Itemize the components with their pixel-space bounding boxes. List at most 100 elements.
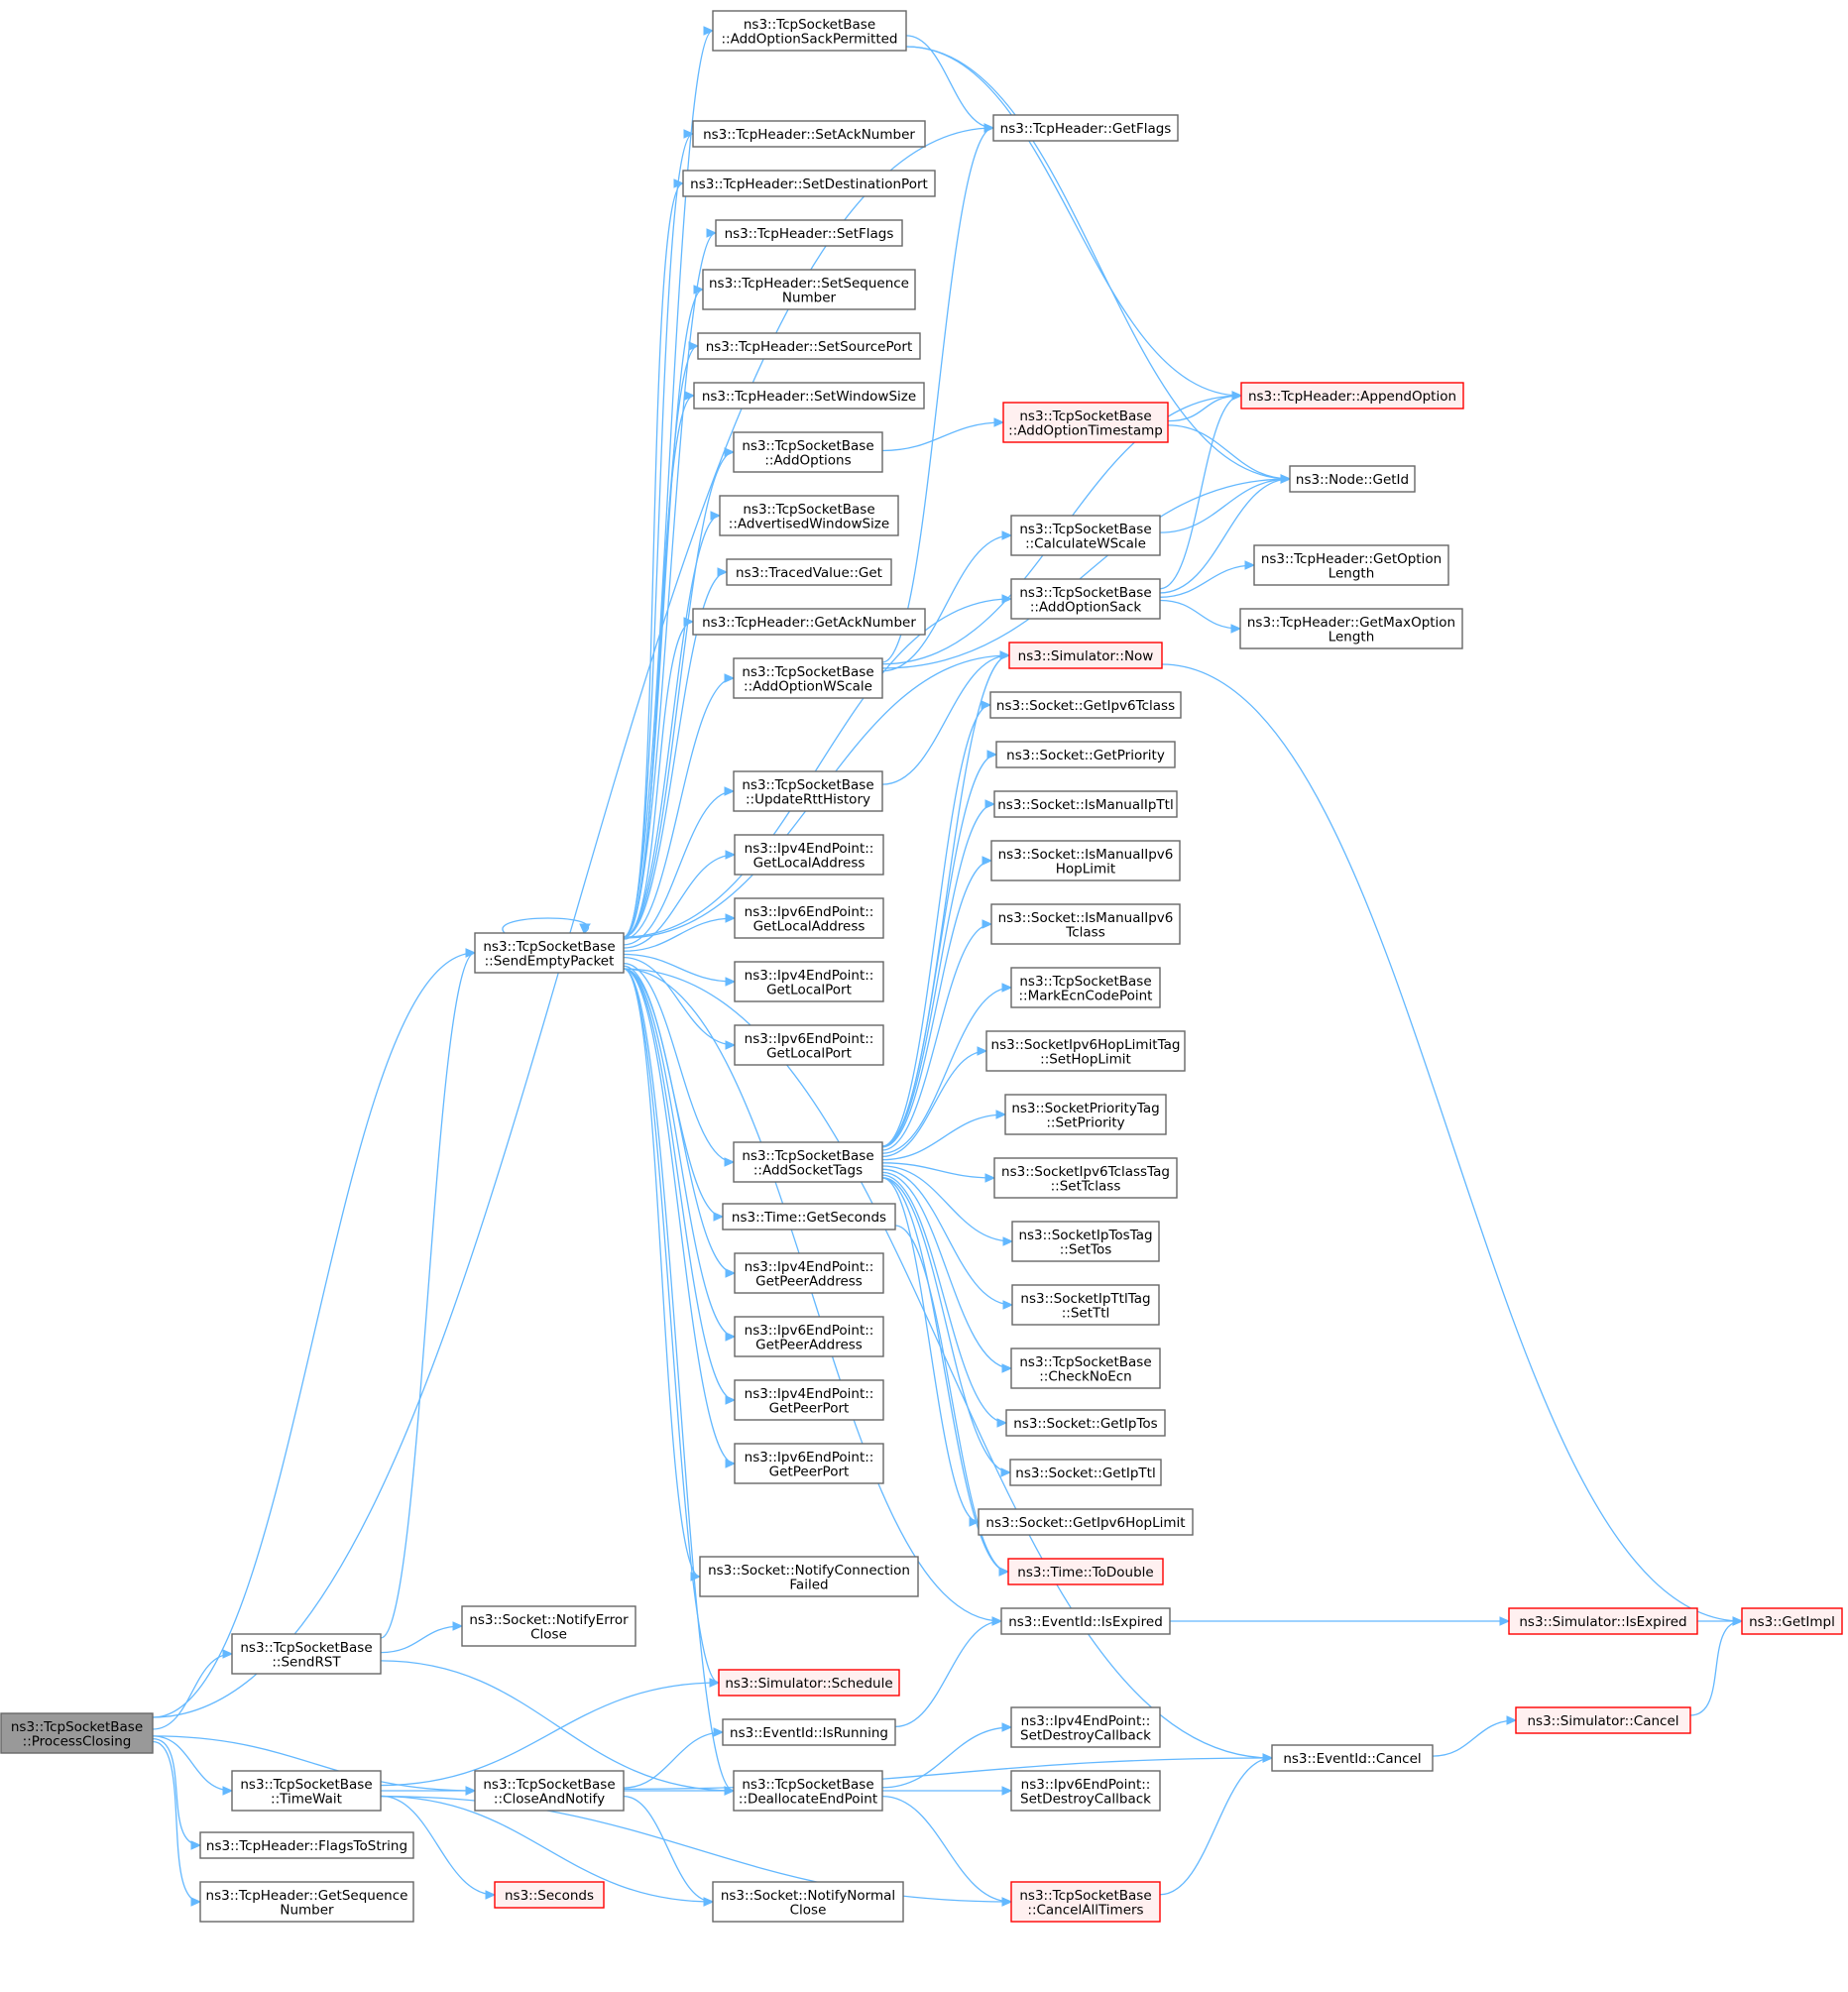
edge-arrowhead (725, 1459, 737, 1468)
node-flags-to-string[interactable]: ns3::TcpHeader::FlagsToString (199, 1831, 414, 1859)
node-box (699, 1556, 919, 1597)
node-mark-ecn[interactable]: ns3::TcpSocketBase::MarkEcnCodePoint (1010, 967, 1161, 1008)
node-set-ack[interactable]: ns3::TcpHeader::SetAckNumber (692, 120, 926, 148)
node-get-ack[interactable]: ns3::TcpHeader::GetAckNumber (692, 608, 926, 636)
edge-arrowhead (993, 417, 1005, 427)
node-event-cancel[interactable]: ns3::EventId::Cancel (1271, 1744, 1434, 1772)
edge-arrowhead (683, 617, 695, 627)
node-set-priority[interactable]: ns3::SocketPriorityTag::SetPriority (1004, 1094, 1167, 1135)
edge-sendEmpty-setAck (623, 133, 694, 938)
node-label: ns3::TcpSocketBase (483, 1777, 615, 1793)
node-time-wait[interactable]: ns3::TcpSocketBase::TimeWait (231, 1770, 382, 1812)
node-label: ns3::SocketIpTtlTag (1020, 1291, 1150, 1307)
edge-arrowhead (703, 26, 715, 36)
node-calc-w-scale[interactable]: ns3::TcpSocketBase::CalculateWScale (1010, 515, 1161, 556)
node-to-double[interactable]: ns3::Time::ToDouble (1007, 1558, 1164, 1585)
node-set-tclass[interactable]: ns3::SocketIpv6TclassTag::SetTclass (993, 1157, 1178, 1199)
node-get-ip-ttl[interactable]: ns3::Socket::GetIpTtl (1009, 1459, 1162, 1486)
node-get-priority[interactable]: ns3::Socket::GetPriority (995, 741, 1176, 768)
node-get-ipv6-hop[interactable]: ns3::Socket::GetIpv6HopLimit (978, 1508, 1194, 1536)
node-set-hop-limit[interactable]: ns3::SocketIpv6HopLimitTag::SetHopLimit (985, 1030, 1186, 1072)
node-label: ns3::TcpHeader::AppendOption (1248, 389, 1456, 405)
node-cancel-all-timers[interactable]: ns3::TcpSocketBase::CancelAllTimers (1010, 1881, 1161, 1923)
node-get-ipv6-tclass[interactable]: ns3::Socket::GetIpv6Tclass (989, 691, 1182, 719)
node-sim-is-expired[interactable]: ns3::Simulator::IsExpired (1508, 1607, 1698, 1635)
edge-sendEmpty-addOptWScale (623, 677, 735, 940)
node-label: ns3::TcpSocketBase (1019, 409, 1151, 424)
node-add-opt-w-scale[interactable]: ns3::TcpSocketBase::AddOptionWScale (733, 657, 883, 699)
node-set-ttl[interactable]: ns3::SocketIpTtlTag::SetTtl (1011, 1284, 1160, 1326)
node-add-socket-tags[interactable]: ns3::TcpSocketBase::AddSocketTags (733, 1141, 883, 1183)
node-schedule[interactable]: ns3::Simulator::Schedule (718, 1669, 900, 1697)
node-node-get-id[interactable]: ns3::Node::GetId (1289, 465, 1416, 493)
node-is-expired[interactable]: ns3::EventId::IsExpired (1000, 1607, 1171, 1635)
node-label: ns3::Node::GetId (1296, 472, 1409, 488)
node-get-seconds[interactable]: ns3::Time::GetSeconds (722, 1203, 896, 1230)
node-append-option[interactable]: ns3::TcpHeader::AppendOption (1240, 382, 1464, 410)
node-label: ns3::Time::ToDouble (1017, 1565, 1153, 1581)
node-set-win[interactable]: ns3::TcpHeader::SetWindowSize (693, 382, 925, 410)
node-set-src-port[interactable]: ns3::TcpHeader::SetSourcePort (697, 332, 921, 360)
node-sim-cancel[interactable]: ns3::Simulator::Cancel (1515, 1706, 1691, 1734)
node-adv-win[interactable]: ns3::TcpSocketBase::AdvertisedWindowSize (719, 495, 899, 536)
node-add-opt-sack-perm[interactable]: ns3::TcpSocketBase::AddOptionSackPermitt… (712, 10, 907, 52)
node-get-flags[interactable]: ns3::TcpHeader::GetFlags (992, 114, 1179, 142)
node-traced-get[interactable]: ns3::TracedValue::Get (726, 558, 892, 586)
node-ipv4-peer-addr[interactable]: ns3::Ipv4EndPoint::GetPeerAddress (734, 1252, 884, 1294)
node-root[interactable]: ns3::TcpSocketBase::ProcessClosing (0, 1712, 154, 1754)
edge-sendEmpty-ipv6PeerAddr (623, 968, 736, 1338)
node-label: ns3::Ipv4EndPoint:: (745, 1259, 874, 1275)
node-sim-now[interactable]: ns3::Simulator::Now (1008, 642, 1163, 669)
node-ipv6-set-destroy[interactable]: ns3::Ipv6EndPoint::SetDestroyCallback (1010, 1770, 1161, 1812)
edge-sendEmpty-ipv6LocalAddr (623, 917, 736, 952)
node-ipv4-local-port[interactable]: ns3::Ipv4EndPoint::GetLocalPort (734, 961, 884, 1002)
node-close-and-notify[interactable]: ns3::TcpSocketBase::CloseAndNotify (474, 1770, 625, 1812)
node-add-opt-ts[interactable]: ns3::TcpSocketBase::AddOptionTimestamp (1002, 402, 1169, 443)
node-get-impl[interactable]: ns3::GetImpl (1741, 1607, 1843, 1635)
node-check-no-ecn[interactable]: ns3::TcpSocketBase::CheckNoEcn (1010, 1348, 1161, 1389)
node-get-ip-tos[interactable]: ns3::Socket::GetIpTos (1005, 1409, 1166, 1437)
node-set-tos[interactable]: ns3::SocketIpTosTag::SetTos (1011, 1221, 1160, 1262)
edge-sendEmpty-ipv4PeerPort (623, 968, 736, 1401)
node-dealloc-e-p[interactable]: ns3::TcpSocketBase::DeallocateEndPoint (733, 1770, 883, 1812)
edge-arrowhead (1230, 624, 1242, 634)
node-send-rst[interactable]: ns3::TcpSocketBase::SendRST (231, 1633, 382, 1675)
node-label: ::SetPriority (1046, 1114, 1124, 1130)
node-label: ns3::EventId::IsRunning (730, 1725, 888, 1741)
node-ipv6-local-port[interactable]: ns3::Ipv6EndPoint::GetLocalPort (734, 1024, 884, 1066)
node-label: ns3::TcpHeader::SetSequence (709, 276, 909, 292)
node-ipv6-peer-addr[interactable]: ns3::Ipv6EndPoint::GetPeerAddress (734, 1316, 884, 1357)
node-set-flags[interactable]: ns3::TcpHeader::SetFlags (715, 219, 903, 247)
node-label: ::CalculateWScale (1025, 535, 1146, 551)
edge-arrowhead (724, 447, 736, 457)
node-ipv4-set-destroy[interactable]: ns3::Ipv4EndPoint::SetDestroyCallback (1010, 1706, 1161, 1748)
edge-arrowhead (1244, 560, 1256, 570)
node-is-manual-ip-ttl[interactable]: ns3::Socket::IsManualIpTtl (993, 790, 1178, 818)
node-update-rtt[interactable]: ns3::TcpSocketBase::UpdateRttHistory (733, 770, 883, 812)
node-seconds[interactable]: ns3::Seconds (494, 1881, 605, 1909)
node-add-options[interactable]: ns3::TcpSocketBase::AddOptions (733, 431, 883, 473)
node-ipv6-peer-port[interactable]: ns3::Ipv6EndPoint::GetPeerPort (734, 1443, 884, 1484)
edge-arrowhead (724, 673, 736, 683)
edge-arrowhead (995, 1110, 1007, 1119)
node-label: ns3::TcpHeader::GetOption (1261, 551, 1442, 567)
node-set-dest-port[interactable]: ns3::TcpHeader::SetDestinationPort (682, 170, 936, 197)
node-send-empty[interactable]: ns3::TcpSocketBase::SendEmptyPacket (474, 932, 625, 974)
node-ipv4-peer-port[interactable]: ns3::Ipv4EndPoint::GetPeerPort (734, 1379, 884, 1421)
node-box (734, 1443, 884, 1484)
node-ipv4-local-addr[interactable]: ns3::Ipv4EndPoint::GetLocalAddress (734, 834, 884, 876)
node-is-running[interactable]: ns3::EventId::IsRunning (722, 1718, 896, 1746)
node-label: GetPeerAddress (755, 1273, 863, 1289)
node-add-opt-sack[interactable]: ns3::TcpSocketBase::AddOptionSack (1010, 578, 1161, 620)
edge-addOptSack-getMaxOptLen (1159, 599, 1241, 630)
node-ipv6-local-addr[interactable]: ns3::Ipv6EndPoint::GetLocalAddress (734, 897, 884, 939)
